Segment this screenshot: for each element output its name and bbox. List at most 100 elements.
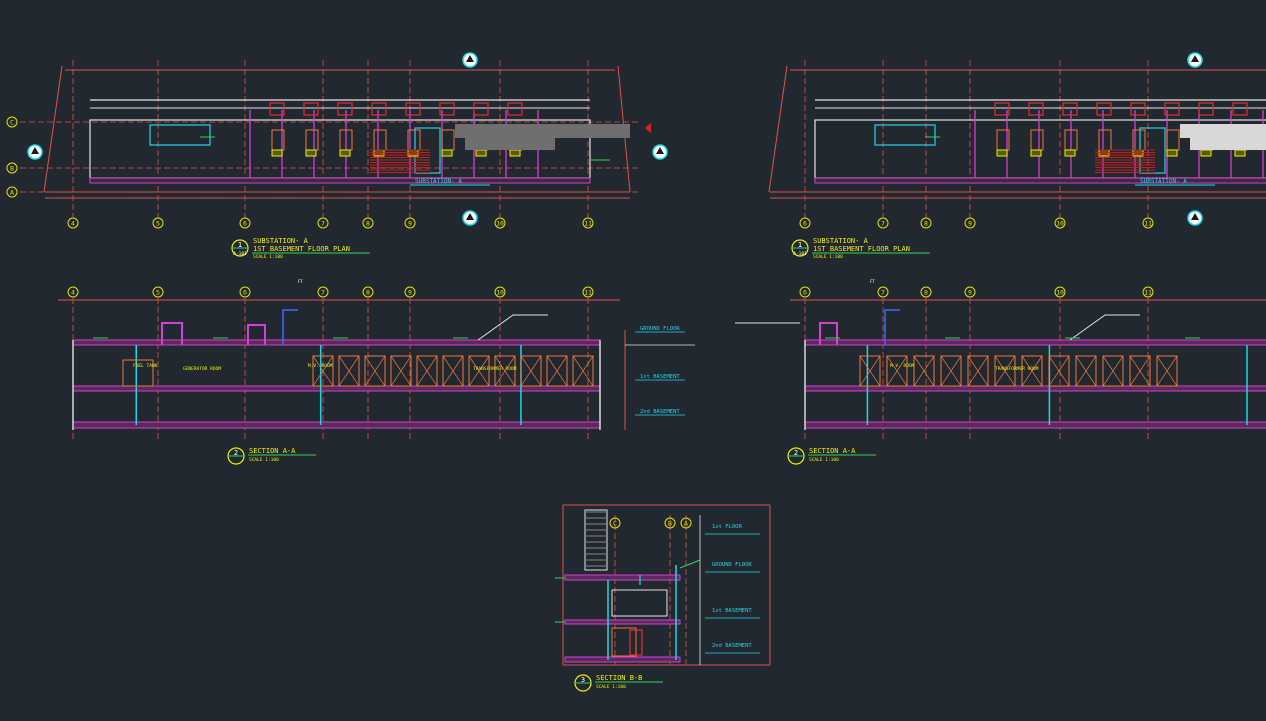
grid-bubble-6: 6 bbox=[239, 217, 251, 229]
grid-bubble-6-label: 6 bbox=[803, 220, 807, 228]
level-label-1: GROUND FLOOR bbox=[712, 562, 752, 568]
room-label-3: TRANSFORMER ROOM bbox=[473, 366, 517, 372]
title-number: 2 bbox=[794, 449, 798, 457]
grid-bubble-7: 7 bbox=[317, 217, 329, 229]
grid-bubble-4: 4 bbox=[67, 286, 79, 298]
grid-bubble-6-label: 6 bbox=[803, 289, 807, 297]
grid-bubble-8-label: 8 bbox=[924, 220, 928, 228]
title-sheet: A-101 bbox=[793, 251, 807, 257]
level-label-2: 1st BASEMENT bbox=[712, 608, 752, 614]
title-name: SUBSTATION- A bbox=[253, 237, 309, 245]
grid-bubble-8-label: 8 bbox=[366, 220, 370, 228]
north-arrow-bottom bbox=[1187, 210, 1203, 226]
grid-bubble-B: B bbox=[664, 517, 676, 529]
grid-bubble-11-label: 11 bbox=[1144, 220, 1152, 228]
level-label-0: 1st FLOOR bbox=[712, 524, 742, 530]
grid-bubble-7-label: 7 bbox=[321, 289, 325, 297]
room-label-0: FUEL TANK bbox=[133, 363, 158, 369]
grid-bubble-8-label: 8 bbox=[924, 289, 928, 297]
grid-bubble-7: 7 bbox=[877, 286, 889, 298]
grid-bubble-A: A bbox=[6, 186, 18, 198]
room-label: SUBSTATION- A bbox=[415, 178, 462, 185]
grid-bubble-6-label: 6 bbox=[243, 289, 247, 297]
title-subname: 1ST BASEMENT FLOOR PLAN bbox=[813, 245, 910, 253]
drawing-title-section-right: 2 SECTION A-A SCALE 1:100 bbox=[787, 447, 876, 465]
grid-bubble-B-label: B bbox=[668, 520, 672, 528]
grid-bubble-5-label: 5 bbox=[156, 289, 160, 297]
title-name: SECTION A-A bbox=[809, 447, 856, 455]
title-scale: SCALE 1:100 bbox=[809, 457, 839, 463]
grid-bubble-4-label: 4 bbox=[71, 289, 75, 297]
grid-bubble-11: 11 bbox=[582, 217, 594, 229]
title-scale: SCALE 1:100 bbox=[813, 254, 843, 260]
grid-bubble-11: 11 bbox=[1142, 286, 1154, 298]
grid-bubble-7: 7 bbox=[877, 217, 889, 229]
grid-bubble-4-label: 4 bbox=[71, 220, 75, 228]
title-number: 1 bbox=[798, 241, 802, 249]
grid-bubble-5: 5 bbox=[152, 286, 164, 298]
grid-bubble-C: C bbox=[609, 517, 621, 529]
room-label-0: M.V. ROOM bbox=[890, 363, 915, 369]
grid-bubble-A-label: A bbox=[684, 520, 688, 528]
grid-bubble-A: A bbox=[680, 517, 692, 529]
grid-bubble-9-label: 9 bbox=[968, 289, 972, 297]
north-arrow-left bbox=[27, 144, 43, 160]
grid-bubble-11: 11 bbox=[1142, 217, 1154, 229]
floor-plan-plan-right: 6 7 8 9 10 11 SUBSTATION- A bbox=[768, 52, 1266, 229]
title-scale: SCALE 1:100 bbox=[249, 457, 279, 463]
grid-bubble-7-label: 7 bbox=[881, 220, 885, 228]
grid-bubble-8: 8 bbox=[920, 286, 932, 298]
room-label: SUBSTATION- A bbox=[1140, 178, 1187, 185]
grid-bubble-8: 8 bbox=[920, 217, 932, 229]
grid-bubble-10-label: 10 bbox=[496, 220, 504, 228]
title-scale: SCALE 1:100 bbox=[596, 684, 626, 690]
grid-bubble-4: 4 bbox=[67, 217, 79, 229]
grid-bubble-C: C bbox=[6, 116, 18, 128]
title-number: 3 bbox=[581, 676, 585, 684]
grid-bubble-9: 9 bbox=[964, 286, 976, 298]
level-label-1: 1st BASEMENT bbox=[640, 374, 680, 380]
grid-bubble-8-label: 8 bbox=[366, 289, 370, 297]
grid-bubble-10: 10 bbox=[1054, 217, 1066, 229]
room-label-1: GENERATOR ROOM bbox=[183, 366, 221, 372]
title-name: SECTION A-A bbox=[249, 447, 296, 455]
grid-bubble-9-label: 9 bbox=[968, 220, 972, 228]
title-number: 2 bbox=[234, 449, 238, 457]
grid-bubble-B: B bbox=[6, 162, 18, 174]
drawing-title-section-left: 2 SECTION A-A SCALE 1:100 bbox=[227, 447, 316, 465]
grid-bubble-9: 9 bbox=[964, 217, 976, 229]
level-label-0: GROUND FLOOR bbox=[640, 326, 680, 332]
grid-bubble-11: 11 bbox=[582, 286, 594, 298]
floor-plan-plan-left: 4 5 6 7 8 9 10 11 C B A SUBSTATION- A bbox=[6, 52, 668, 229]
duct-tag: FT bbox=[298, 279, 303, 284]
grid-bubble-10-label: 10 bbox=[1056, 289, 1064, 297]
north-arrow-top bbox=[462, 52, 478, 68]
grid-bubble-10-label: 10 bbox=[1056, 220, 1064, 228]
grid-bubble-10: 10 bbox=[1054, 286, 1066, 298]
grid-bubble-6: 6 bbox=[799, 286, 811, 298]
title-scale: SCALE 1:100 bbox=[253, 254, 283, 260]
north-arrow-right bbox=[652, 144, 668, 160]
level-label-2: 2nd BASEMENT bbox=[640, 409, 680, 415]
grid-bubble-11-label: 11 bbox=[584, 289, 592, 297]
grid-bubble-11-label: 11 bbox=[1144, 289, 1152, 297]
grid-bubble-9: 9 bbox=[404, 286, 416, 298]
level-label-3: 2nd BASEMENT bbox=[712, 643, 752, 649]
title-sheet: A-101 bbox=[233, 251, 247, 257]
grid-bubble-B-label: B bbox=[10, 165, 14, 173]
grid-bubble-7-label: 7 bbox=[321, 220, 325, 228]
grid-bubble-5-label: 5 bbox=[156, 220, 160, 228]
grid-bubble-9-label: 9 bbox=[408, 220, 412, 228]
grid-bubble-5: 5 bbox=[152, 217, 164, 229]
grid-bubble-C-label: C bbox=[613, 520, 617, 528]
north-arrow-bottom bbox=[462, 210, 478, 226]
grid-bubble-A-label: A bbox=[10, 189, 14, 197]
grid-bubble-6-label: 6 bbox=[243, 220, 247, 228]
duct-tag: FT bbox=[870, 279, 875, 284]
grid-bubble-9: 9 bbox=[404, 217, 416, 229]
grid-bubble-7: 7 bbox=[317, 286, 329, 298]
